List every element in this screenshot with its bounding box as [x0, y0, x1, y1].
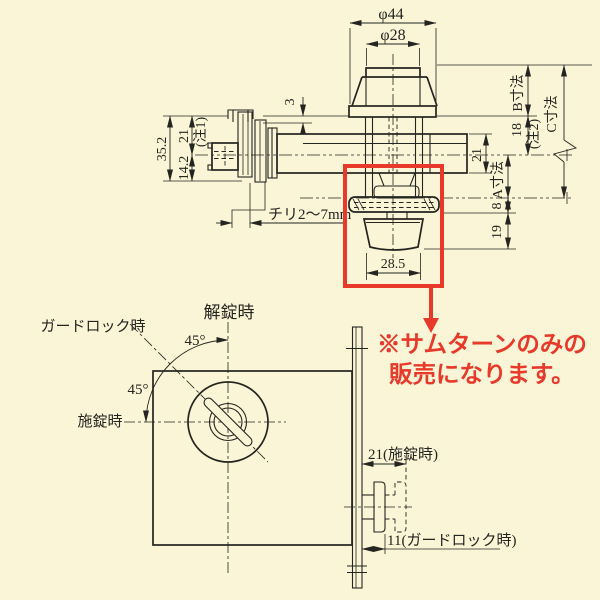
- escutcheon-circle: [187, 381, 269, 463]
- knob-guard-position: [362, 481, 386, 533]
- door-panel: [152, 370, 353, 546]
- dim-clearance: チリ2〜7mm: [268, 207, 352, 223]
- annotation-line1: ※サムターンのみの: [377, 331, 587, 357]
- spindle-hub: [378, 172, 416, 187]
- flange-hatch: [423, 198, 431, 211]
- angle-arc-left: [142, 363, 171, 423]
- label-locked: 施錠時: [77, 413, 122, 430]
- red-callout: ※サムターンのみの 販売になります。: [343, 164, 587, 387]
- cylinder-step-top: [207, 142, 213, 149]
- dim-b: B寸法: [510, 74, 526, 111]
- knob-head-dashed: [394, 481, 407, 533]
- mount-bracket: [227, 109, 254, 119]
- escutcheon-plate: [237, 111, 253, 178]
- dim-8: 8: [490, 203, 505, 210]
- dim-21-upper: 21: [177, 129, 192, 143]
- knob-cone-right: [426, 76, 438, 107]
- hub-disc: [373, 185, 420, 199]
- dim-phi28: φ28: [380, 27, 405, 44]
- top-view-dimensions: φ44 φ28 3 35.2 21 (注1) 14.2 チリ2〜7mm: [155, 6, 578, 280]
- top-section-view: φ44 φ28 3 35.2 21 (注1) 14.2 チリ2〜7mm: [155, 6, 592, 280]
- dim-28-5: 28.5: [381, 257, 406, 272]
- thumbturn-bar: [203, 397, 253, 447]
- label-unlocked: 解錠時: [204, 303, 255, 322]
- door-plate-edge: [351, 326, 363, 589]
- dim-21-locked: 21(施錠時): [368, 446, 438, 463]
- flange-hatch: [357, 198, 365, 211]
- flange-hatch: [352, 198, 360, 211]
- cylinder-step-bottom: [207, 164, 213, 171]
- dim-a: A寸法: [490, 161, 506, 199]
- outside-cylinder: [207, 109, 278, 228]
- knob-cap: [365, 67, 421, 77]
- note-1: (注1): [193, 117, 209, 148]
- flange-hatch: [428, 198, 436, 211]
- thumbturn-knob-section: [348, 67, 438, 197]
- annotation-line2: 販売になります。: [389, 361, 575, 387]
- knob-base-flange: [348, 105, 437, 118]
- inner-thumbturn-section: [348, 172, 440, 251]
- thumbturn-grip: [362, 218, 425, 251]
- door-face-step: [231, 182, 266, 228]
- dim-11-guard: 11(ガードロック時): [387, 532, 516, 549]
- dim-35-2: 35.2: [155, 137, 170, 162]
- angle-left-value: 45°: [128, 382, 149, 398]
- spacer-plate: [254, 119, 267, 183]
- dim-break-symbol: [553, 139, 578, 163]
- knob-cone-left: [351, 76, 363, 107]
- dim-3: 3: [283, 99, 298, 106]
- side-view: 21(施錠時) 11(ガードロック時): [344, 326, 516, 589]
- dim-19: 19: [490, 225, 505, 239]
- dim-21-bar: 21: [470, 148, 485, 162]
- angle-top-value: 45°: [185, 333, 206, 349]
- dim-18: 18: [510, 123, 525, 137]
- dim-phi44: φ44: [378, 6, 403, 23]
- front-view: 解錠時 ガードロック時 施錠時 45° 45°: [40, 303, 353, 576]
- turn-ring-outer: [208, 402, 248, 442]
- angle-arc-top: [169, 336, 229, 365]
- label-guard-lock: ガードロック時: [40, 318, 145, 335]
- inner-flange: [348, 196, 440, 213]
- knob-head: [373, 481, 386, 533]
- note-2: (注2): [526, 119, 542, 150]
- callout-arrow-head: [423, 318, 439, 333]
- highlight-box: [343, 164, 444, 288]
- dim-14-2: 14.2: [177, 156, 192, 181]
- knob-locked-position: [385, 481, 407, 533]
- turn-ring-inner: [213, 407, 243, 437]
- dim-c: C寸法: [544, 95, 560, 132]
